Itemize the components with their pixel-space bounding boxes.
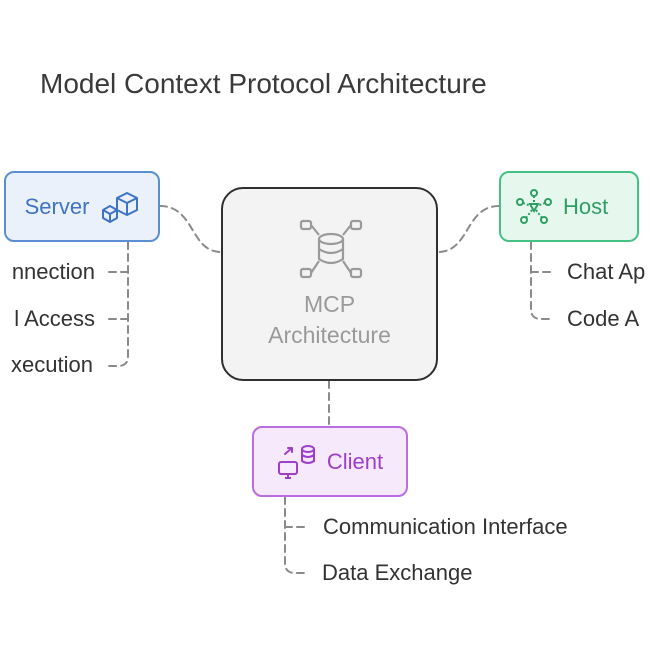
database-network-icon — [299, 217, 363, 286]
server-leaf-1: nnection — [11, 259, 95, 284]
connector-server-leaves — [105, 241, 129, 367]
network-icon — [515, 188, 553, 225]
server-label: Server — [24, 193, 90, 219]
center-label-line2: Architecture — [268, 322, 391, 348]
host-leaf-2: Code A — [567, 306, 640, 331]
mcp-architecture-node: MCP Architecture — [221, 187, 438, 381]
connector-client-leaves — [284, 496, 309, 574]
host-leaf-1: Chat Ap — [567, 259, 646, 284]
connector-host-leaves — [530, 241, 554, 320]
server-leaf-3: xecution — [11, 352, 93, 377]
client-leaf-1: Communication Interface — [323, 514, 568, 539]
host-node: Host — [499, 171, 639, 242]
connector-host-center — [437, 205, 500, 253]
server-leaf-2: l Access — [14, 306, 95, 331]
connector-server-center — [159, 205, 222, 253]
computer-database-icon — [277, 444, 317, 480]
host-label: Host — [563, 193, 609, 219]
cubes-icon — [99, 190, 139, 224]
center-label-line1: MCP — [303, 291, 356, 317]
client-label: Client — [326, 448, 384, 474]
client-node: Client — [252, 426, 408, 497]
client-leaf-2: Data Exchange — [322, 560, 473, 585]
server-node: Server — [4, 171, 160, 242]
diagram-title: Model Context Protocol Architecture — [40, 68, 487, 99]
center-label: MCP Architecture — [223, 289, 436, 351]
